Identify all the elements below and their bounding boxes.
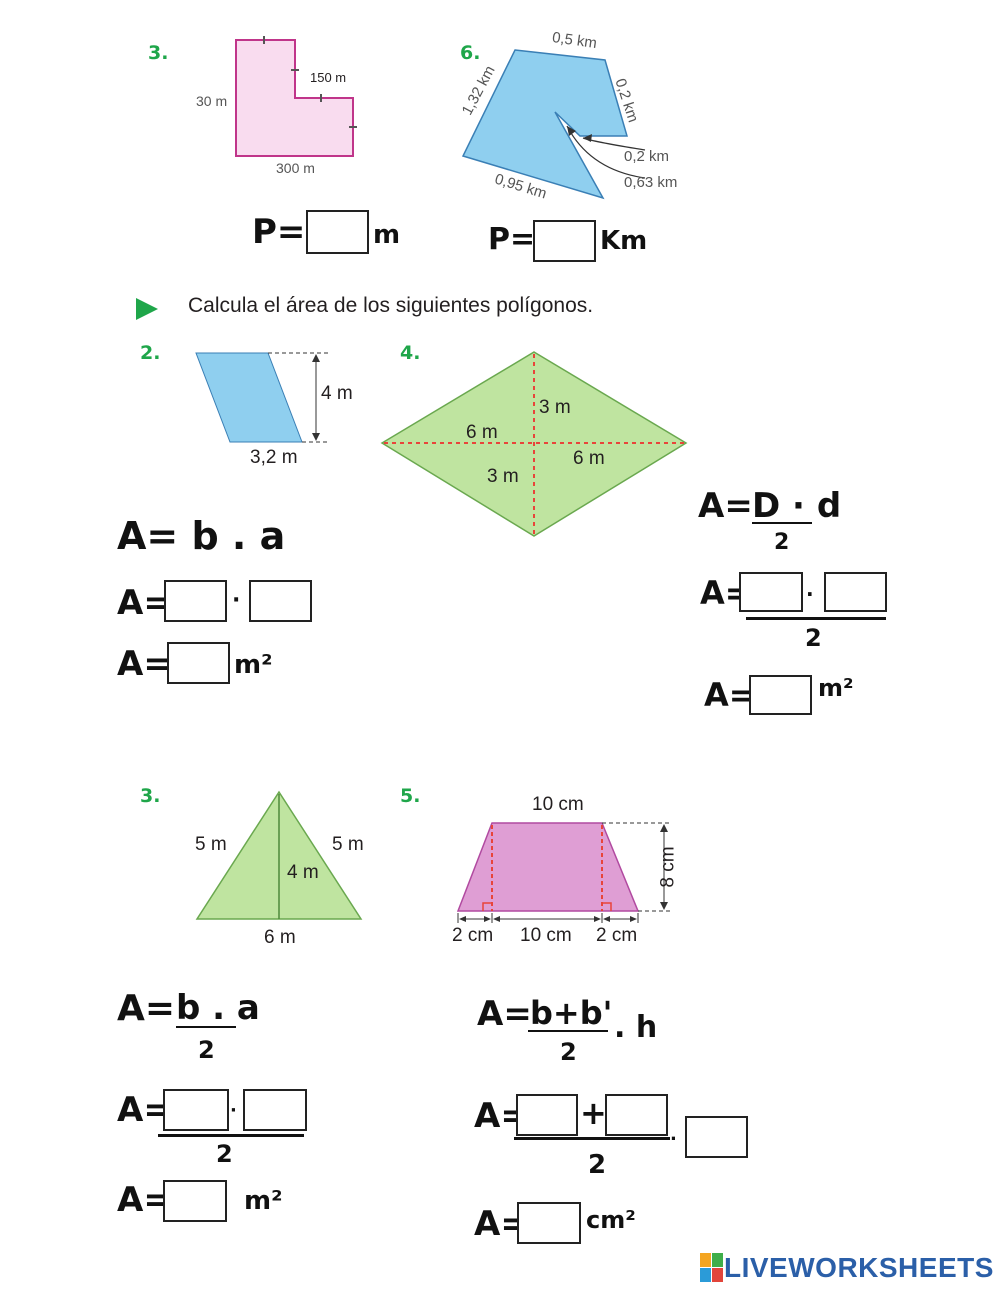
label-notch2: 0,63 km xyxy=(624,174,678,191)
formula-prefix: A= xyxy=(117,644,172,684)
exercise-number: 3. xyxy=(148,42,169,64)
multiply-operator: · xyxy=(232,588,241,613)
formula-prefix: A= xyxy=(117,583,172,623)
label-notch1: 0,2 km xyxy=(624,148,670,165)
multiply-operator: · xyxy=(806,582,814,606)
formula-denominator: 2 xyxy=(805,624,822,652)
formula-prefix: A= xyxy=(477,994,532,1034)
logo-icon xyxy=(700,1253,723,1282)
label-half-d-bottom: 3 m xyxy=(487,466,519,487)
label-base-seg3: 2 cm xyxy=(596,925,638,946)
play-arrow-icon xyxy=(136,298,158,320)
label-300m: 300 m xyxy=(276,160,315,176)
answer-box-d[interactable] xyxy=(824,572,887,612)
label-half-D-left: 6 m xyxy=(466,422,498,443)
exercise-number: 2. xyxy=(140,342,161,364)
formula-denominator: 2 xyxy=(198,1036,215,1064)
label-height: 4 m xyxy=(321,383,353,404)
l-shape-figure xyxy=(235,36,357,157)
answer-box-base[interactable] xyxy=(163,1089,229,1131)
answer-box-perimeter-6[interactable] xyxy=(533,220,596,262)
label-top-base: 10 cm xyxy=(532,794,584,815)
trapezoid-figure xyxy=(456,822,672,923)
answer-box-b-prime[interactable] xyxy=(605,1094,668,1136)
fraction-line xyxy=(528,1030,608,1032)
triangle-figure xyxy=(195,790,363,920)
fraction-line xyxy=(176,1026,236,1028)
formula-denominator: 2 xyxy=(216,1140,233,1168)
answer-box-h[interactable] xyxy=(685,1116,748,1158)
formula-numerator: D · d xyxy=(752,486,842,526)
answer-box-height[interactable] xyxy=(243,1089,307,1131)
formula-parallelogram: A= b . a xyxy=(117,514,286,558)
formula-denominator: 2 xyxy=(560,1038,577,1066)
perimeter-prefix: P= xyxy=(488,222,536,257)
answer-box-perimeter-3[interactable] xyxy=(306,210,369,254)
answer-box-area-3[interactable] xyxy=(163,1180,227,1222)
formula-numerator: b+b' xyxy=(530,994,613,1032)
perimeter-prefix: P= xyxy=(252,212,306,252)
fraction-line xyxy=(158,1134,304,1137)
exercise-number: 6. xyxy=(460,42,481,64)
label-side-left: 5 m xyxy=(195,834,227,855)
parallelogram-figure xyxy=(195,352,330,443)
label-30m: 30 m xyxy=(196,93,228,109)
rhombus-figure xyxy=(380,351,688,537)
formula-prefix: A= xyxy=(117,1180,172,1220)
answer-box-base[interactable] xyxy=(164,580,227,622)
perimeter-unit: Km xyxy=(600,226,648,256)
answer-box-b[interactable] xyxy=(516,1094,578,1136)
area-unit: m² xyxy=(244,1186,283,1216)
label-half-D-right: 6 m xyxy=(573,448,605,469)
formula-numerator: b . a xyxy=(176,988,260,1028)
formula-prefix: A= xyxy=(117,988,176,1029)
formula-tail: . h xyxy=(614,1010,658,1045)
exercise-number: 5. xyxy=(400,785,421,807)
label-height: 4 m xyxy=(287,862,319,883)
logo-text: LIVEWORKSHEETS xyxy=(724,1252,994,1283)
area-unit: cm² xyxy=(586,1206,636,1234)
plus-operator: + xyxy=(580,1094,607,1132)
formula-prefix: A= xyxy=(117,1090,172,1130)
exercise-number: 3. xyxy=(140,785,161,807)
label-base-seg2: 10 cm xyxy=(520,925,572,946)
area-unit: m² xyxy=(818,674,854,702)
perimeter-unit: m xyxy=(373,220,401,250)
answer-box-area-2[interactable] xyxy=(167,642,230,684)
answer-box-D[interactable] xyxy=(739,572,803,612)
label-150m: 150 m xyxy=(310,70,347,85)
formula-denominator: 2 xyxy=(588,1150,607,1180)
label-side-right: 5 m xyxy=(332,834,364,855)
answer-box-height[interactable] xyxy=(249,580,312,622)
notched-polygon-figure xyxy=(461,49,646,200)
answer-box-area-5[interactable] xyxy=(517,1202,581,1244)
formula-prefix: A= xyxy=(704,676,756,714)
label-base: 3,2 m xyxy=(250,447,298,468)
fraction-line xyxy=(514,1137,670,1140)
formula-denominator: 2 xyxy=(774,530,790,555)
fraction-line xyxy=(746,617,886,620)
label-height: 8 cm xyxy=(657,846,679,888)
multiply-operator: . xyxy=(670,1124,677,1145)
multiply-operator: · xyxy=(230,1100,237,1121)
fraction-line xyxy=(752,522,812,524)
exercise-number: 4. xyxy=(400,342,421,364)
instruction-text: Calcula el área de los siguientes polígo… xyxy=(188,294,594,317)
liveworksheets-logo: LIVEWORKSHEETS xyxy=(700,1252,994,1284)
label-base: 6 m xyxy=(264,927,296,948)
formula-prefix: A= xyxy=(698,486,753,526)
label-base-seg1: 2 cm xyxy=(452,925,494,946)
area-unit: m² xyxy=(234,650,273,680)
label-half-d-top: 3 m xyxy=(539,397,571,418)
answer-box-area-4[interactable] xyxy=(749,675,812,715)
